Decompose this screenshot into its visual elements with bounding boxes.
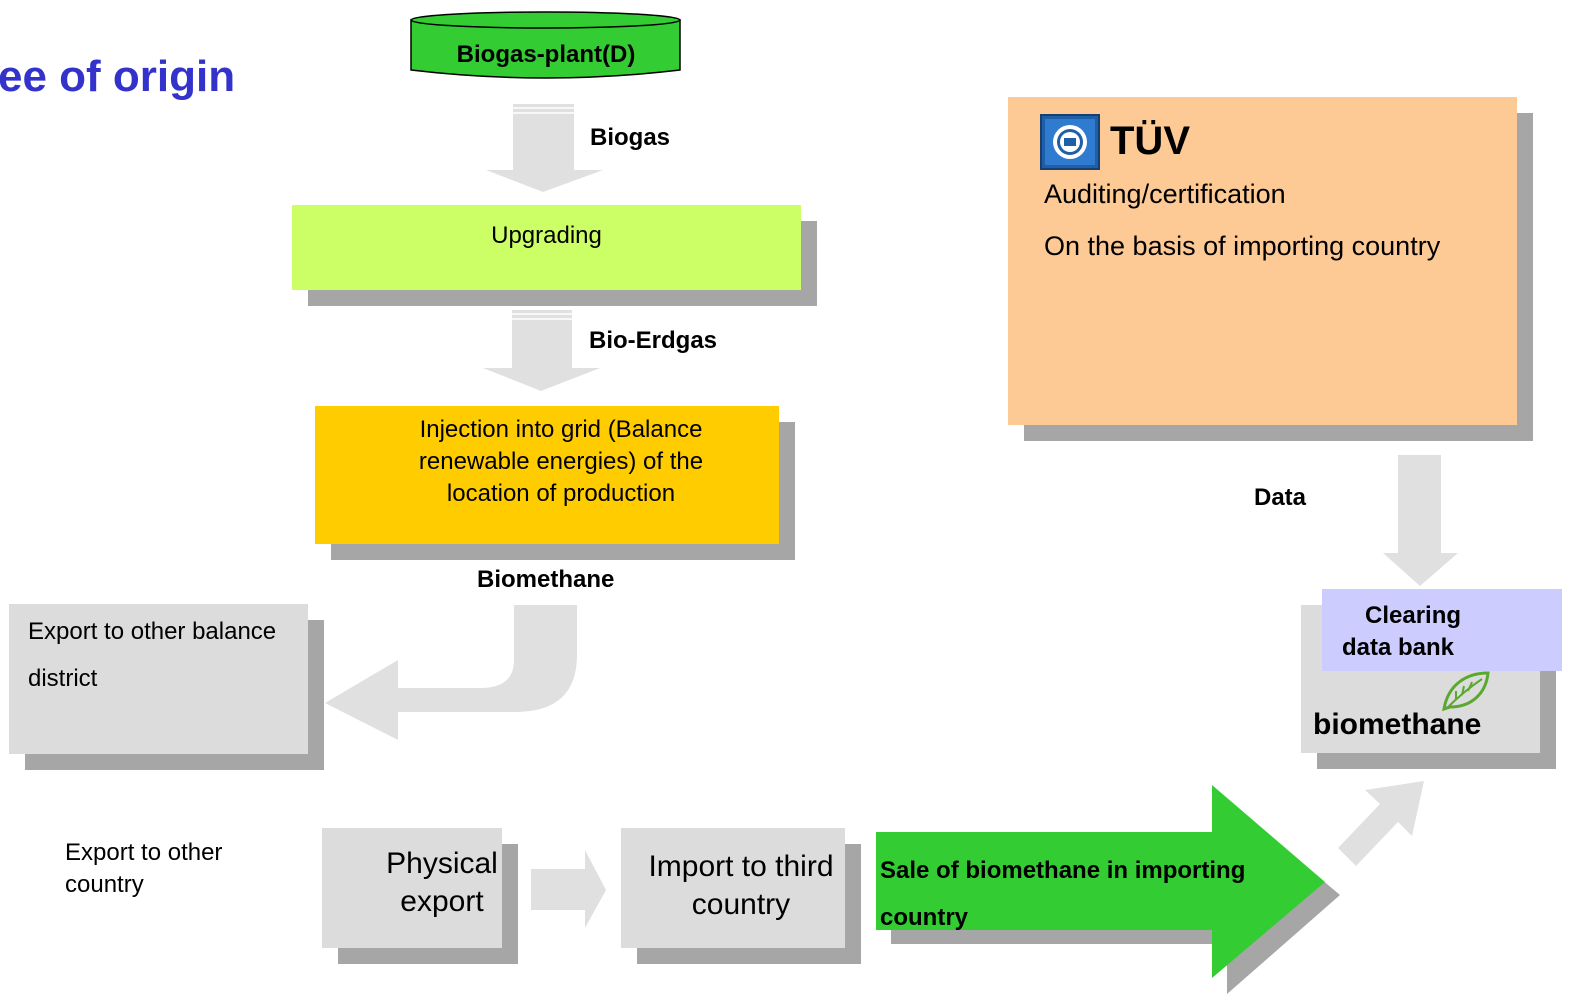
tuv-line2: On the basis of importing country <box>1044 231 1441 261</box>
tuv-name: TÜV <box>1110 119 1190 163</box>
import-third-line2: country <box>691 888 791 921</box>
clearing-line1: Clearing <box>1365 602 1462 629</box>
import-third-box: Import to third country <box>621 828 845 948</box>
arrow-curved-left <box>325 605 577 740</box>
export-country-line1: Export to other <box>65 839 223 866</box>
sale-arrow <box>876 785 1325 978</box>
export-country-line2: country <box>65 871 144 898</box>
page-title: ee of origin <box>0 52 236 101</box>
export-balance-line1: Export to other balance <box>28 618 277 645</box>
export-balance-line2: district <box>28 665 98 692</box>
label-biogas: Biogas <box>590 124 671 151</box>
upgrading-box: Upgrading <box>292 205 801 290</box>
tuv-box: TÜV Auditing/certification On the basis … <box>1008 97 1517 425</box>
arrow-biogas-down <box>486 104 603 192</box>
injection-box: Injection into grid (Balance renewable e… <box>315 406 779 544</box>
clearing-line2: data bank <box>1342 634 1455 661</box>
tuv-logo-icon <box>1040 114 1100 170</box>
label-data: Data <box>1254 484 1307 511</box>
injection-label: Injection into grid (Balance renewable e… <box>418 416 704 507</box>
arrow-bioerdgas-down <box>483 310 600 391</box>
physical-export-box: Physical export <box>322 828 502 948</box>
physical-export-line2: export <box>400 885 484 918</box>
sale-line1: Sale of biomethane in importing <box>880 857 1246 884</box>
clearing-box: Clearing data bank <box>1322 589 1562 671</box>
arrow-data-down <box>1383 455 1458 586</box>
label-biomethane: Biomethane <box>477 566 615 593</box>
leaf-icon <box>1442 671 1490 712</box>
physical-export-line1: Physical <box>386 847 498 880</box>
upgrading-label: Upgrading <box>491 222 602 249</box>
label-bio-erdgas: Bio-Erdgas <box>589 327 718 354</box>
tuv-line1: Auditing/certification <box>1044 179 1286 209</box>
biomethane-logo-text: biomethane <box>1313 708 1482 741</box>
biogas-plant-cylinder <box>410 11 681 79</box>
import-third-line1: Import to third <box>648 850 834 883</box>
arrow-diagonal-up <box>1338 781 1424 866</box>
export-balance-box: Export to other balance district <box>9 604 308 754</box>
biogas-plant-label: Biogas-plant(D) <box>456 41 636 68</box>
sale-line2: country <box>880 904 969 931</box>
arrow-right-small <box>531 850 606 928</box>
